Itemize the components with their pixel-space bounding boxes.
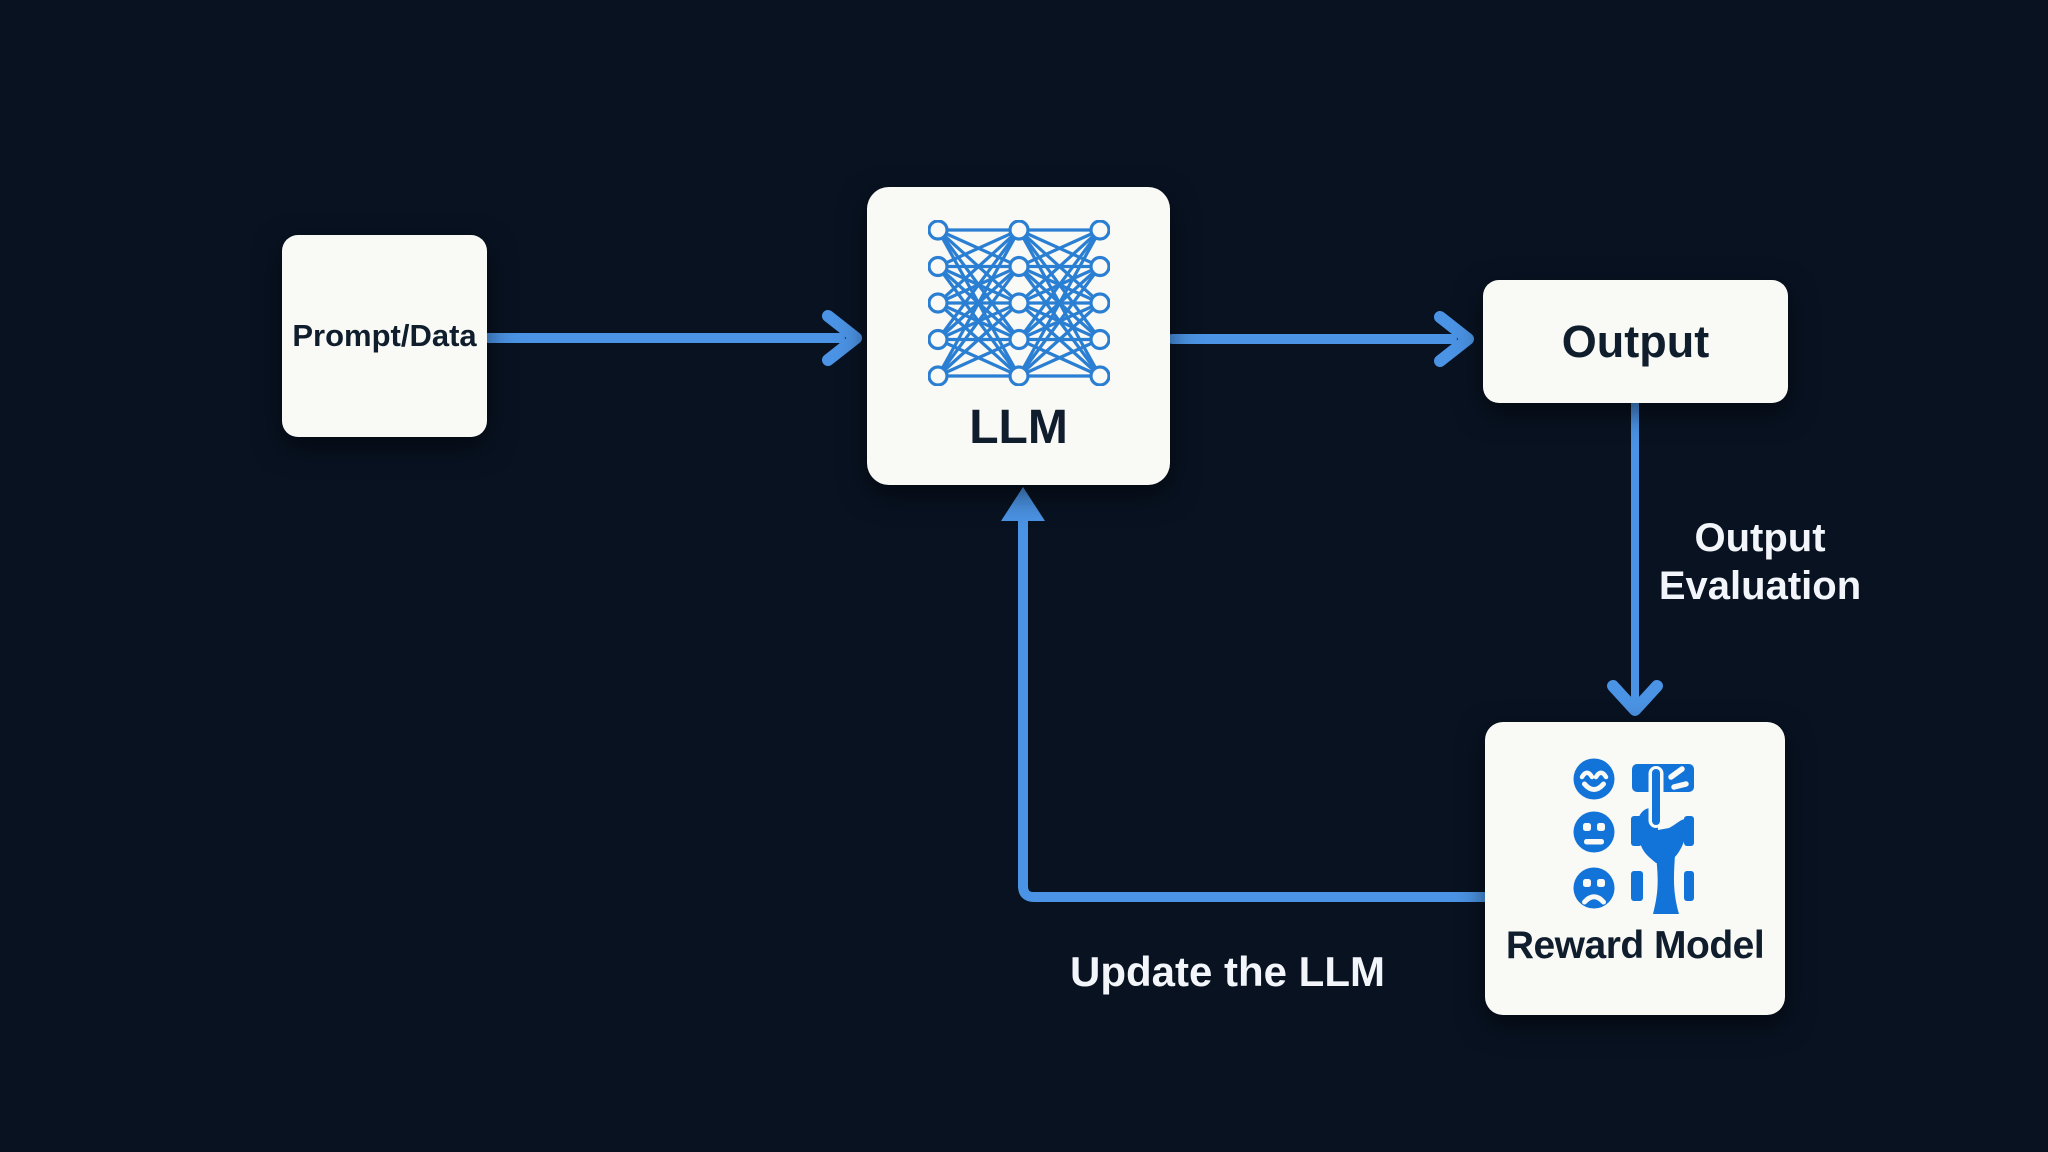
reward-model-label: Reward Model	[1505, 924, 1765, 967]
reward-model-node: Reward Model	[1485, 722, 1785, 1015]
neural-network-icon	[926, 219, 1111, 387]
llm-node: LLM	[867, 187, 1170, 485]
arrow-output-to-reward	[1607, 400, 1663, 716]
output-evaluation-line2: Evaluation	[1658, 564, 1862, 608]
output-node: Output	[1483, 280, 1788, 403]
prompt-data-label: Prompt/Data	[292, 318, 477, 353]
arrow-llm-to-output	[1167, 311, 1474, 367]
llm-label: LLM	[969, 401, 1068, 454]
human-feedback-rating-icon	[1572, 756, 1698, 916]
output-label: Output	[1561, 315, 1710, 367]
update-the-llm-label: Update the LLM	[1070, 948, 1385, 995]
output-evaluation-label: Output Evaluation	[1630, 514, 1890, 610]
prompt-data-node: Prompt/Data	[282, 235, 487, 437]
output-evaluation-line1: Output	[1694, 516, 1826, 560]
arrow-reward-to-llm	[1001, 487, 1490, 902]
arrow-prompt-to-llm	[483, 310, 862, 366]
